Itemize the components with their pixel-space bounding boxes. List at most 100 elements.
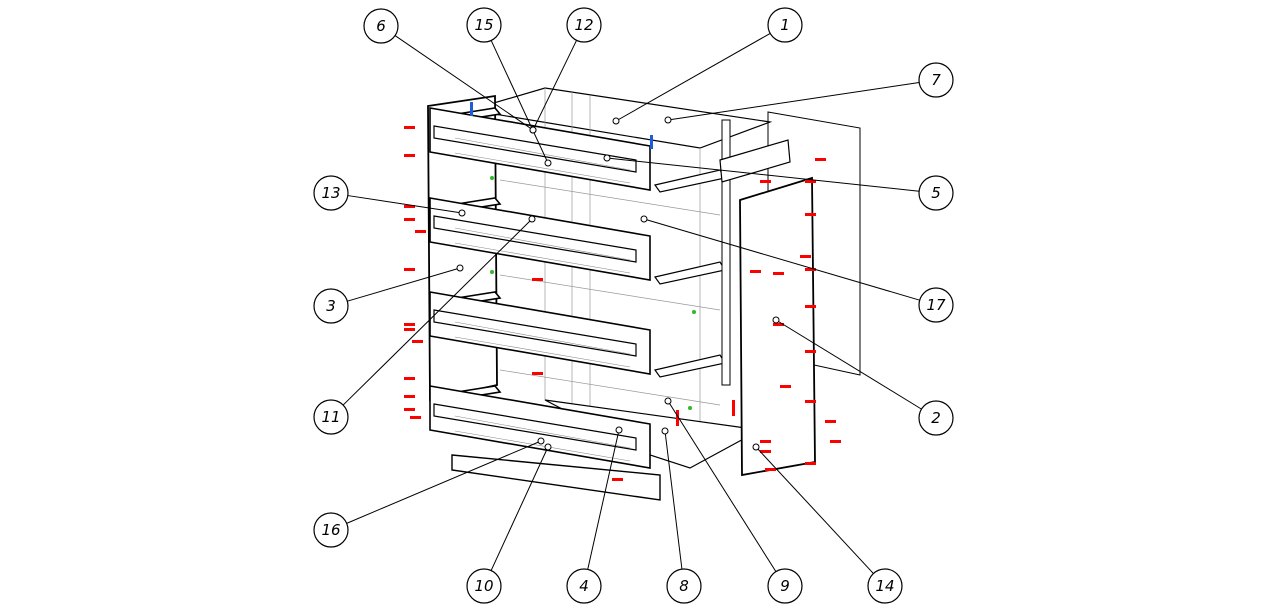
callout-circle bbox=[666, 568, 702, 604]
fastener-mark bbox=[805, 400, 816, 403]
leader-line bbox=[587, 429, 620, 570]
drawer-back bbox=[433, 125, 637, 173]
leader-anchor bbox=[528, 215, 536, 223]
callout-circle bbox=[466, 7, 502, 43]
callout-13: 13 bbox=[313, 175, 466, 217]
drawer-3 bbox=[429, 291, 651, 375]
plinth bbox=[451, 454, 661, 501]
callout-5: 5 bbox=[603, 154, 954, 211]
callout-circle bbox=[313, 399, 349, 435]
leader-line bbox=[490, 40, 549, 164]
dowel-mark bbox=[650, 135, 653, 149]
leader-anchor bbox=[640, 215, 648, 223]
callout-label: 2 bbox=[931, 409, 941, 427]
callout-label: 4 bbox=[579, 577, 589, 595]
fastener-mark bbox=[800, 255, 811, 258]
fastener-mark bbox=[765, 468, 776, 471]
fastener-mark bbox=[773, 323, 784, 326]
callout-8: 8 bbox=[661, 427, 702, 604]
fastener-mark bbox=[532, 278, 543, 281]
leader-anchor bbox=[664, 116, 672, 124]
callout-label: 5 bbox=[931, 184, 941, 202]
callout-circle bbox=[918, 400, 954, 436]
callout-circle bbox=[466, 568, 502, 604]
callout-circle bbox=[313, 175, 349, 211]
center-post bbox=[721, 119, 731, 386]
fastener-mark bbox=[404, 268, 415, 271]
fastener-mark bbox=[815, 158, 826, 161]
callout-10: 10 bbox=[466, 443, 552, 604]
hint-mark bbox=[692, 310, 696, 314]
callout-7: 7 bbox=[664, 62, 954, 124]
leader-line bbox=[664, 430, 683, 570]
leader-anchor bbox=[664, 397, 672, 405]
fastener-mark bbox=[404, 205, 415, 208]
drawer-2 bbox=[429, 197, 651, 281]
callout-circle bbox=[918, 62, 954, 98]
dowel-mark bbox=[470, 102, 473, 116]
leader-line bbox=[394, 35, 534, 131]
fastener-mark bbox=[532, 372, 543, 375]
callout-2: 2 bbox=[772, 316, 954, 436]
leader-anchor bbox=[615, 426, 623, 434]
fastener-mark bbox=[732, 400, 735, 416]
callout-label: 11 bbox=[321, 408, 340, 426]
fastener-mark bbox=[404, 408, 415, 411]
fastener-mark bbox=[780, 385, 791, 388]
leader-line bbox=[606, 157, 920, 192]
callout-label: 17 bbox=[926, 296, 946, 314]
callout-3: 3 bbox=[313, 264, 464, 324]
shelf-1 bbox=[653, 169, 726, 193]
leader-anchor bbox=[529, 126, 537, 134]
shelf-3 bbox=[653, 354, 726, 378]
leader-line bbox=[643, 218, 920, 301]
shelf-2 bbox=[653, 261, 726, 285]
fastener-mark bbox=[410, 416, 421, 419]
fastener-mark bbox=[773, 272, 784, 275]
leader-line bbox=[346, 440, 542, 524]
drawer-back bbox=[433, 403, 637, 451]
fastener-mark bbox=[750, 270, 761, 273]
callout-9: 9 bbox=[664, 397, 803, 604]
callout-label: 7 bbox=[931, 71, 941, 89]
fastener-mark bbox=[404, 154, 415, 157]
leader-line bbox=[775, 319, 922, 410]
leader-line bbox=[490, 446, 549, 571]
callout-label: 9 bbox=[780, 577, 790, 595]
callout-label: 12 bbox=[574, 16, 593, 34]
callout-11: 11 bbox=[313, 215, 536, 435]
callout-label: 6 bbox=[376, 17, 386, 35]
fastener-mark bbox=[825, 420, 836, 423]
fastener-mark bbox=[404, 395, 415, 398]
leader-anchor bbox=[544, 159, 552, 167]
callout-circle bbox=[566, 7, 602, 43]
callout-15: 15 bbox=[466, 7, 552, 167]
callout-circle bbox=[767, 7, 803, 43]
leader-anchor bbox=[752, 443, 760, 451]
fastener-mark bbox=[830, 440, 841, 443]
callout-label: 10 bbox=[474, 577, 493, 595]
fastener-mark bbox=[412, 340, 423, 343]
leader-anchor bbox=[537, 437, 545, 445]
fastener-mark bbox=[805, 268, 816, 271]
callout-label: 16 bbox=[321, 521, 340, 539]
callout-17: 17 bbox=[640, 215, 954, 323]
callout-1: 1 bbox=[612, 7, 803, 125]
fastener-mark bbox=[404, 328, 415, 331]
right-side-panel bbox=[739, 176, 816, 477]
drawer-1 bbox=[429, 107, 651, 191]
fastener-mark bbox=[805, 462, 816, 465]
leader-anchor bbox=[612, 117, 620, 125]
callout-label: 14 bbox=[875, 577, 894, 595]
leader-anchor bbox=[661, 427, 669, 435]
callout-label: 8 bbox=[679, 577, 689, 595]
fastener-mark bbox=[404, 377, 415, 380]
hint-mark bbox=[688, 406, 692, 410]
leader-line bbox=[615, 32, 771, 122]
fastener-mark bbox=[404, 218, 415, 221]
callout-circle bbox=[363, 8, 399, 44]
fastener-mark bbox=[676, 410, 679, 426]
